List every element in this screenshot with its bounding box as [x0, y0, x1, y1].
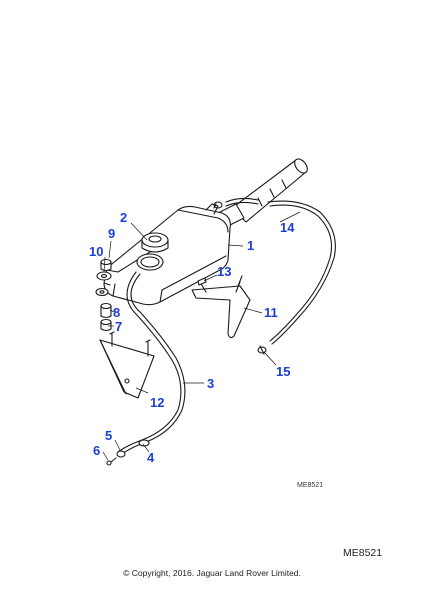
mounting-bracket [99, 331, 155, 399]
hose-connector [106, 439, 150, 466]
callout-7: 7 [115, 319, 122, 334]
washer-nut-stack-top [95, 258, 112, 297]
callout-labels: 1 2 3 4 5 6 7 8 9 10 11 12 13 14 15 [89, 210, 295, 465]
hose [267, 200, 336, 345]
bracket [191, 275, 251, 339]
leader-lines [102, 211, 301, 461]
callout-12: 12 [150, 395, 164, 410]
screw [197, 277, 207, 293]
copyright-notice: © Copyright, 2016. Jaguar Land Rover Lim… [123, 568, 301, 578]
callout-3: 3 [207, 376, 214, 391]
callout-10: 10 [89, 244, 103, 259]
callout-8: 8 [113, 305, 120, 320]
callout-6: 6 [93, 443, 100, 458]
filler-cap [141, 232, 169, 253]
callout-5: 5 [105, 428, 112, 443]
pump-motor-icon [213, 158, 308, 227]
figure-reference: ME8521 [343, 547, 383, 559]
callout-14: 14 [280, 220, 295, 235]
callout-2: 2 [120, 210, 127, 225]
clip [257, 345, 267, 355]
spacer-nut-stack [100, 302, 112, 332]
figure-reference-small: ME8521 [297, 482, 324, 489]
callout-1: 1 [247, 238, 254, 253]
callout-9: 9 [108, 226, 115, 241]
callout-11: 11 [264, 305, 278, 320]
callout-4: 4 [147, 450, 155, 465]
callout-15: 15 [276, 364, 290, 379]
callout-13: 13 [217, 264, 231, 279]
hose-pump-link [225, 197, 259, 207]
